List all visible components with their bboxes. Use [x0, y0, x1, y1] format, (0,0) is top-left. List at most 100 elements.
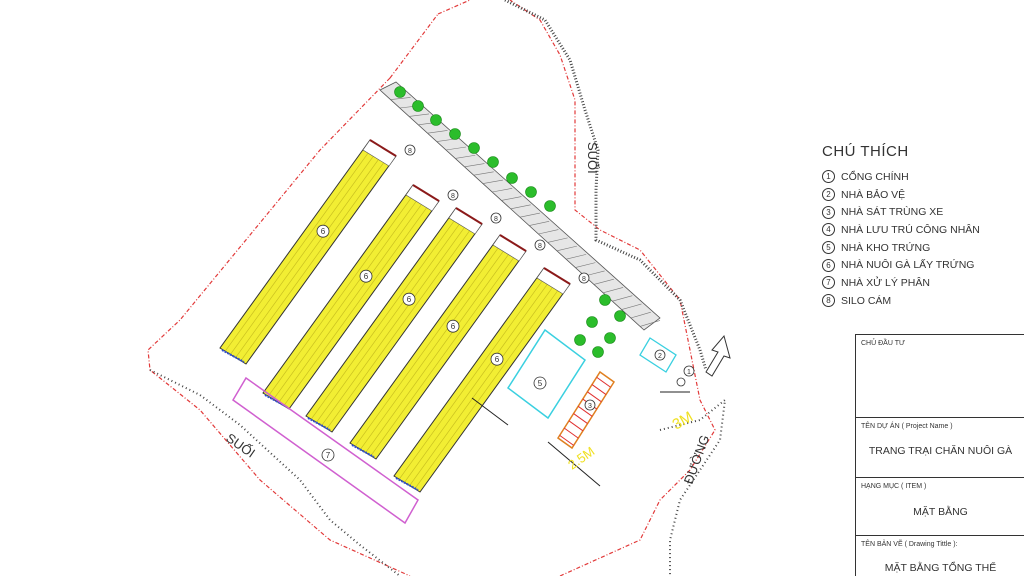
owner-label: CHỦ ĐẦU TƯ [861, 340, 905, 347]
tree-icon [449, 128, 461, 140]
dim-2-5m-label: 2.5M [565, 444, 597, 473]
guard-marker [654, 349, 666, 361]
legend-label: NHÀ KHO TRỨNG [841, 241, 931, 254]
stream-label-left: SUỐI [223, 430, 258, 461]
hen-house-marker-label: 6 [451, 322, 456, 331]
hen-house-end [351, 444, 375, 458]
disinfection-rung [564, 427, 579, 439]
tree-icon [487, 156, 499, 168]
tree-icon [614, 310, 626, 322]
legend-number: 5 [822, 241, 835, 255]
project-value: TRANG TRẠI CHĂN NUÔI GÀ [868, 445, 1013, 457]
tree-icon [468, 142, 480, 154]
cage-row-line [283, 197, 435, 407]
drawing-value: MẶT BẰNG TỔNG THỂ [884, 562, 997, 574]
cage-row-line [273, 191, 424, 400]
dim-3m-label: 3M [670, 408, 697, 433]
tree-icon [574, 334, 586, 346]
silo-marker [447, 189, 459, 201]
service-road [379, 81, 661, 331]
disinfection-rung [573, 413, 588, 424]
legend-number: 4 [822, 223, 835, 237]
cage-row-line [360, 241, 511, 450]
drawing-label: TÊN BẢN VẼ ( Drawing Tittle ): [861, 541, 958, 548]
tree-icon [412, 100, 424, 112]
entrance-arrow-icon [705, 334, 731, 377]
hen-house-marker-label: 6 [495, 355, 500, 364]
tree-icon [430, 114, 442, 126]
legend-label: NHÀ BẢO VỆ [841, 188, 906, 201]
hen-house-marker [359, 269, 373, 283]
tree-icon [592, 346, 604, 358]
hen-house-marker-label: 6 [364, 272, 369, 281]
item-label: HẠNG MỤC ( ITEM ) [861, 483, 927, 490]
cage-row-line [321, 217, 472, 426]
hen-house-end [395, 477, 419, 491]
project-label: TÊN DỰ ÁN ( Project Name ) [861, 423, 953, 430]
silo-marker [578, 272, 590, 284]
legend-label: CỔNG CHÍNH [841, 170, 909, 183]
gate-marker-label: 1 [687, 369, 691, 376]
hen-house-roof-edge [455, 207, 483, 225]
disinfection-rung [559, 434, 574, 446]
hen-house-end [307, 417, 331, 431]
silo-marker-label: 8 [538, 243, 542, 250]
hen-house-roof-edge [369, 139, 397, 157]
dim-egg-line [471, 397, 509, 426]
legend-number: 1 [822, 170, 835, 184]
road-edge [659, 397, 727, 576]
cage-row-line [235, 149, 386, 358]
silo-marker-label: 8 [408, 148, 412, 155]
silo-marker-label: 8 [582, 276, 586, 283]
legend-number: 8 [822, 294, 835, 308]
hen-house-marker [402, 292, 416, 306]
hen-house-marker [446, 319, 460, 333]
cage-row-line [224, 142, 376, 352]
item-value: MẶT BẰNG [913, 506, 968, 518]
disinfection-rung [587, 391, 602, 403]
legend-label: NHÀ XỬ LÝ PHÂN [841, 276, 930, 289]
legend-label: SILO CÁM [841, 294, 892, 307]
cage-row-line [316, 214, 467, 423]
manure-house [232, 376, 419, 525]
tree-icon [604, 332, 616, 344]
disinfection-marker-label: 3 [588, 403, 592, 410]
egg-storage [506, 328, 587, 420]
cage-row-line [278, 194, 429, 403]
tree-icon [586, 316, 598, 328]
cage-row-line [414, 280, 566, 490]
legend-label: NHÀ LƯU TRÚ CÔNG NHÂN [841, 223, 980, 236]
hen-house-marker [490, 352, 504, 366]
disinfection-rung [596, 376, 611, 388]
cage-row-line [326, 220, 478, 430]
cage-row-line [409, 277, 560, 486]
silo-marker [490, 212, 502, 224]
legend-item: 4 NHÀ LƯU TRÚ CÔNG NHÂN [822, 221, 1012, 239]
silo-marker-label: 8 [451, 193, 455, 200]
cage-row-line [310, 210, 462, 420]
disinfection-marker [584, 399, 596, 411]
disinfection-house [556, 370, 616, 450]
legend-number: 3 [822, 205, 835, 219]
legend-number: 6 [822, 258, 835, 272]
hen-house-end [264, 394, 288, 408]
tree-icon [544, 200, 556, 212]
cage-row-line [365, 244, 516, 453]
guard-marker-label: 2 [658, 353, 662, 360]
disinfection-ladder: 3 [559, 376, 611, 446]
egg-storage-marker [533, 376, 547, 390]
hen-house-roof-edge [543, 267, 571, 285]
property-boundary [147, 0, 716, 576]
stream-edge-right [504, 0, 708, 371]
drawing-cell: TÊN BẢN VẼ ( Drawing Tittle ): MẶT BẰNG … [856, 536, 1024, 577]
legend-number: 7 [822, 276, 835, 290]
gate-post-icon [676, 377, 686, 387]
cage-row-line [230, 146, 381, 355]
title-block: CHỦ ĐẦU TƯ TÊN DỰ ÁN ( Project Name ) TR… [855, 334, 1024, 576]
hen-house-roof-edge [499, 234, 527, 252]
legend-title: CHÚ THÍCH [822, 143, 909, 160]
